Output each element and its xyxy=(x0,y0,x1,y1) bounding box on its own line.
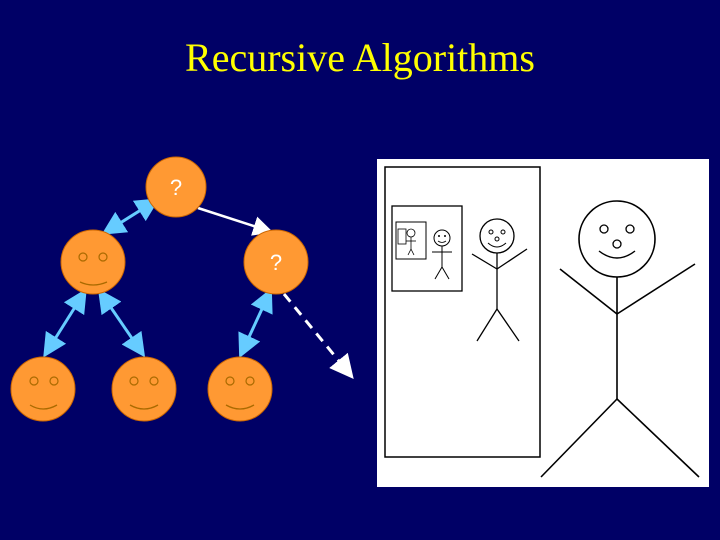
edge-left-child-left-right-leaf xyxy=(97,288,146,358)
node-left-right-leaf xyxy=(111,356,177,422)
node-root: ? xyxy=(145,156,207,218)
node-right-child-label: ? xyxy=(270,250,282,275)
smiley-face-icon xyxy=(29,376,59,410)
smiley-face-icon xyxy=(129,376,159,410)
node-root-label: ? xyxy=(170,175,182,200)
edge-root-right-child xyxy=(197,206,274,236)
node-right-left-leaf xyxy=(207,356,273,422)
node-right-child: ? xyxy=(243,229,309,295)
edge-root-left-child xyxy=(101,198,160,235)
recursive-stick-figure-picture xyxy=(377,159,709,487)
edge-left-child-left-left-leaf xyxy=(43,288,87,358)
node-left-left-leaf xyxy=(10,356,76,422)
edge-right-child-right-left-leaf xyxy=(238,287,273,359)
node-left-child xyxy=(60,229,126,295)
edge-right-child-pending xyxy=(282,293,354,379)
smiley-face-icon xyxy=(225,376,255,410)
smiley-face-icon xyxy=(78,252,108,286)
slide-title: Recursive Algorithms xyxy=(185,35,535,80)
